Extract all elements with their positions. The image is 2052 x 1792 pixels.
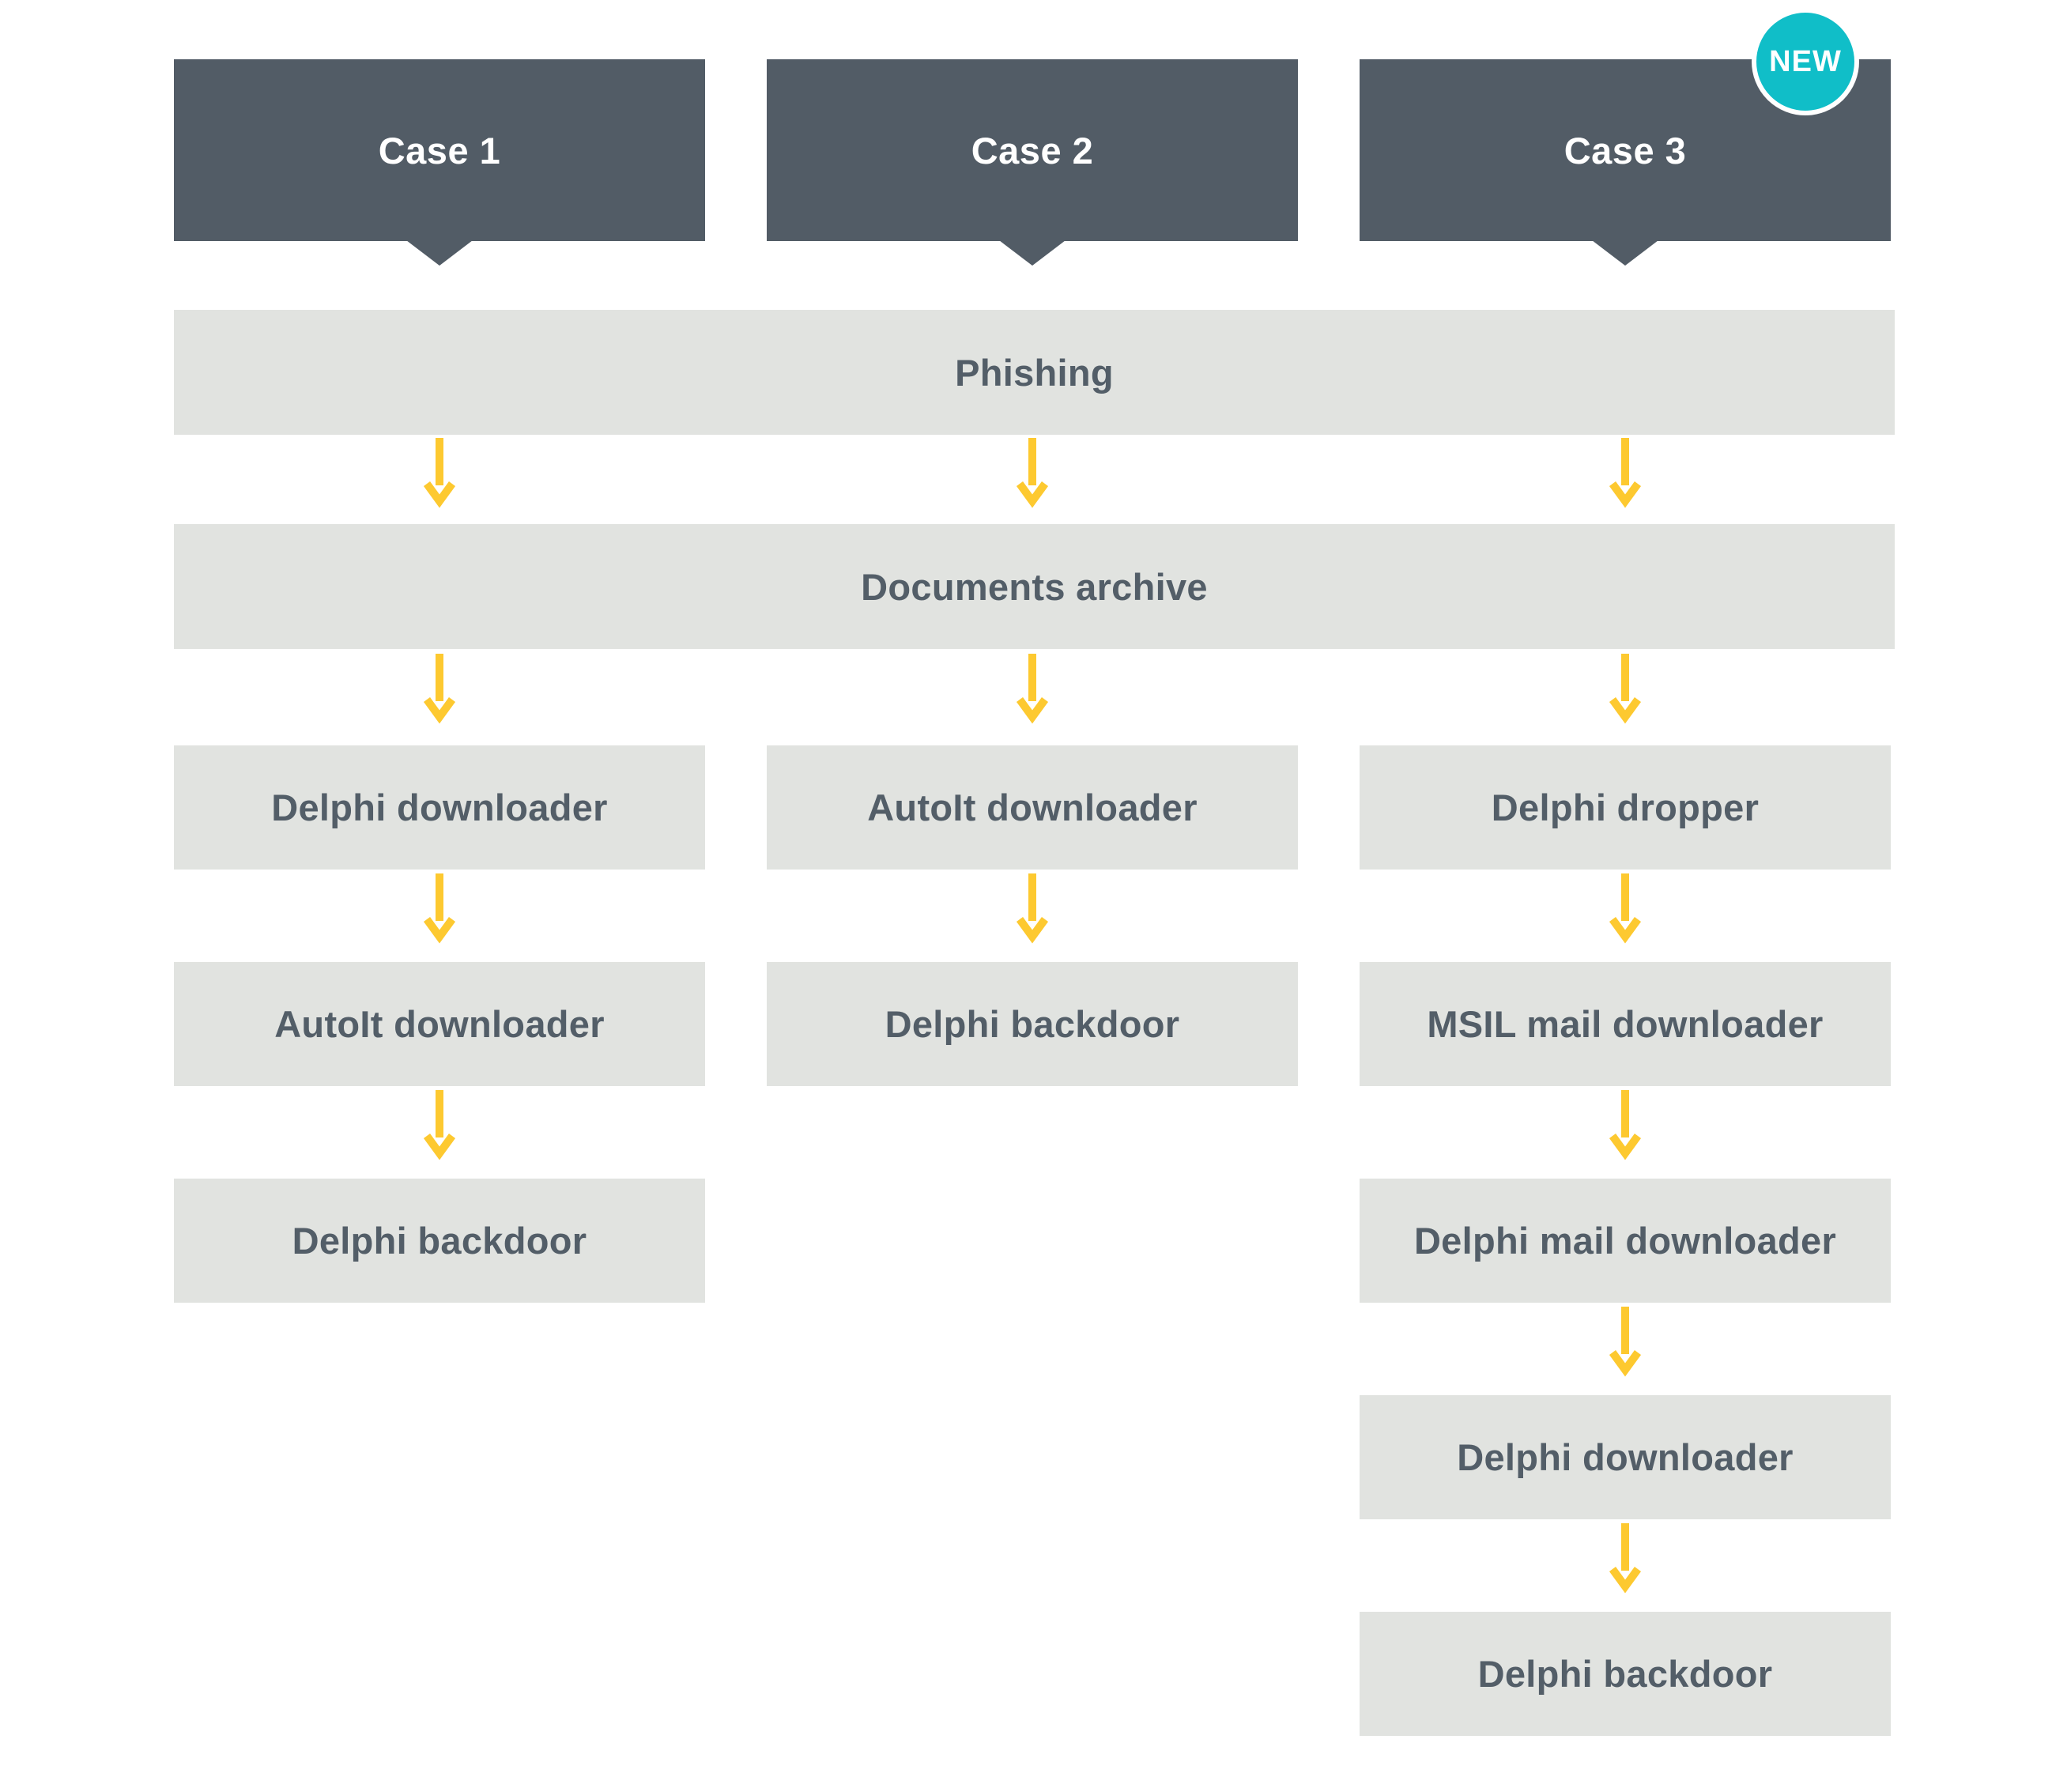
- case-1-step-2: AutoIt downloader: [174, 962, 705, 1086]
- arrow-down-icon: [423, 438, 456, 508]
- arrow-down-icon: [1609, 1090, 1642, 1160]
- arrow-down-icon: [1609, 438, 1642, 508]
- documents-archive-box: Documents archive: [174, 524, 1895, 649]
- arrow-down-icon: [1609, 873, 1642, 944]
- case-1-step-1: Delphi downloader: [174, 745, 705, 870]
- phishing-box: Phishing: [174, 310, 1895, 435]
- arrow-down-icon: [1609, 654, 1642, 724]
- new-badge-label: NEW: [1769, 44, 1842, 78]
- arrow-down-icon: [423, 1090, 456, 1160]
- arrow-down-icon: [1016, 438, 1049, 508]
- case-3-step-1: Delphi dropper: [1360, 745, 1891, 870]
- arrow-down-icon: [1609, 1523, 1642, 1594]
- case-3-step-2: MSIL mail downloader: [1360, 962, 1891, 1086]
- case-1-header: Case 1: [174, 59, 705, 241]
- arrow-down-icon: [423, 654, 456, 724]
- case-2-step-1: AutoIt downloader: [767, 745, 1298, 870]
- case-2-header: Case 2: [767, 59, 1298, 241]
- arrow-down-icon: [423, 873, 456, 944]
- new-badge: NEW: [1752, 8, 1859, 115]
- arrow-down-icon: [1016, 873, 1049, 944]
- case-1-step-3: Delphi backdoor: [174, 1179, 705, 1303]
- arrow-down-icon: [1016, 654, 1049, 724]
- arrow-down-icon: [1609, 1307, 1642, 1377]
- case-2-step-2: Delphi backdoor: [767, 962, 1298, 1086]
- case-3-step-3: Delphi mail downloader: [1360, 1179, 1891, 1303]
- case-3-step-5: Delphi backdoor: [1360, 1612, 1891, 1736]
- case-3-step-4: Delphi downloader: [1360, 1395, 1891, 1519]
